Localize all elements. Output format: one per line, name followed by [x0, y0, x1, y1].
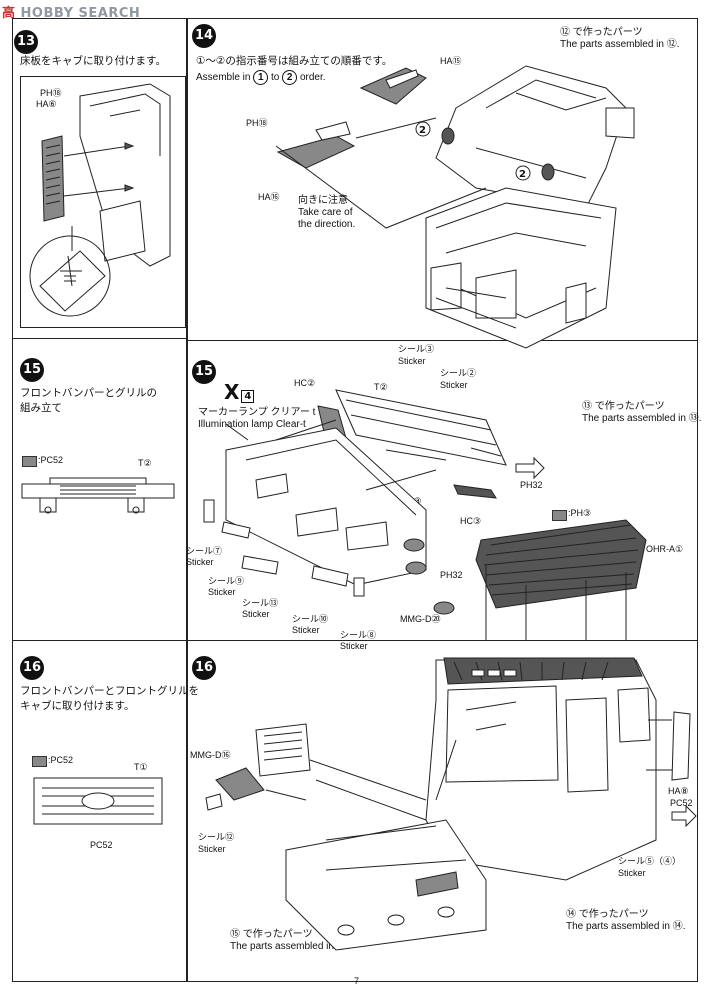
divider: [12, 338, 188, 339]
step-text-line2: キャブに取り付けます。: [20, 700, 135, 712]
sticker-label-jp: シール⑩: [292, 614, 329, 624]
part-label: MMG-D⑯: [190, 750, 231, 760]
sticker-label-en: Sticker: [208, 587, 236, 597]
part-label: HA⑮: [440, 56, 462, 66]
part-label: T①: [134, 762, 148, 772]
sticker-label-jp: シール⑤（④）: [618, 856, 682, 866]
page-number: 7: [354, 976, 360, 986]
part-label: HA⑧: [668, 786, 689, 796]
bumper-grille-diagram: [21, 477, 175, 514]
part-label: HA⑯: [258, 192, 280, 202]
color-swatch: [552, 510, 567, 521]
color-swatch: [22, 456, 37, 467]
sticker-label-en: Sticker: [186, 557, 214, 567]
parts-note-en: The parts assembled in ⑭.: [566, 921, 686, 932]
sticker-label-jp: シール⑨: [208, 576, 245, 586]
right-column-frame: [186, 18, 698, 982]
care-note-en2: the direction.: [298, 219, 356, 230]
parts-note-jp: ⑬ で作ったパーツ: [582, 401, 665, 412]
final-cab-assembly-diagram: [205, 657, 697, 951]
order-text: Assemble in: [196, 72, 251, 83]
color-swatch: [32, 756, 47, 767]
order-circle-2: 2: [282, 70, 298, 85]
sticker-label-en: Sticker: [242, 609, 270, 619]
watermark-prefix: 高: [2, 6, 16, 21]
part-label: T②: [138, 458, 152, 468]
color-key-label: :PC52: [38, 455, 64, 465]
order-note-en: Assemble in 1 to 2 order.: [196, 70, 326, 85]
part-label: PH32: [440, 570, 463, 580]
sticker-label-jp: シール⑦: [186, 546, 223, 556]
step-number-badge: 13: [14, 30, 38, 54]
sticker-label-en: Sticker: [198, 844, 226, 854]
parts-note-jp: ⑮ で作ったパーツ: [230, 929, 313, 940]
part-label: PH32: [520, 480, 543, 490]
step-text-line1: フロントバンパーとグリルの: [20, 387, 158, 399]
sticker-label-en: Sticker: [292, 625, 320, 635]
parts-note-jp: ⑫ で作ったパーツ: [560, 27, 643, 38]
left-column-frame: [12, 18, 188, 982]
step-number-badge: 16: [192, 656, 216, 680]
part-label: MMG-D⑳: [400, 614, 441, 624]
part-label: PH⑱: [246, 118, 268, 128]
order-text: order.: [299, 72, 326, 83]
step-text-line1: フロントバンパーとフロントグリルを: [20, 685, 200, 697]
x-mark-letter: X: [224, 380, 240, 404]
sticker-label-en: Sticker: [618, 868, 646, 878]
parts-note-en: The parts assembled in ⑬.: [582, 413, 702, 424]
part-label: PH⑱: [40, 88, 62, 98]
step-number-badge: 16: [20, 656, 44, 680]
sticker-label-jp: シール③: [398, 344, 435, 354]
step-text-line2: 組み立て: [20, 402, 62, 414]
x-mark-triangle: 4: [241, 390, 255, 403]
svg-text:2: 2: [519, 169, 526, 180]
cab-roof-assembly-diagram: 2 2 1: [275, 65, 635, 349]
part-label: PC52: [90, 840, 113, 850]
parts-note-en: The parts assembled in ⑫.: [560, 39, 680, 50]
diagram-box: [20, 76, 186, 328]
floor-cab-diagram: [29, 83, 171, 317]
divider: [186, 640, 698, 641]
sticker-label-en: Sticker: [398, 356, 426, 366]
sticker-label-jp: シール⑧: [340, 630, 377, 640]
care-note-jp: 向きに注意: [298, 195, 348, 206]
divider: [186, 340, 698, 341]
order-note-jp: ①～②の指示番号は組み立ての順番です。: [196, 55, 393, 67]
color-key-label: :PH③: [568, 508, 592, 518]
color-key-label: :PC52: [48, 755, 74, 765]
lamp-label-en: Illumination lamp Clear-t: [198, 419, 306, 430]
step-text: 床板をキャブに取り付けます。: [20, 55, 166, 67]
part-label: PC52: [670, 798, 693, 808]
part-label: HA⑥: [36, 99, 57, 109]
front-grille-diagram: [33, 777, 163, 825]
divider: [12, 640, 188, 641]
sticker-label-jp: シール⑬: [242, 598, 279, 608]
part-label: HC③: [460, 516, 482, 526]
part-label: HC②: [294, 378, 316, 388]
care-note-en1: Take care of: [298, 207, 353, 218]
part-label: T②: [374, 382, 388, 392]
watermark: 高 HOBBY SEARCH: [2, 2, 140, 21]
svg-text:2: 2: [419, 125, 426, 136]
order-circle-1: 1: [253, 70, 269, 85]
part-label: OHR-A①: [646, 544, 684, 554]
sticker-label-jp: シール②: [440, 368, 477, 378]
order-text: to: [271, 72, 280, 83]
parts-note-en: The parts assembled in ⑮.: [230, 941, 350, 952]
step-number-badge: 14: [192, 24, 216, 48]
sticker-label-jp: シール⑫: [198, 832, 235, 842]
sticker-label-en: Sticker: [440, 380, 468, 390]
sticker-label-en: Sticker: [340, 641, 368, 651]
lamp-label-jp: マーカーランプ クリアー t: [198, 407, 316, 418]
parts-note-jp: ⑭ で作ったパーツ: [566, 909, 649, 920]
step-number-badge: 15: [20, 358, 44, 382]
step-number-badge: 15: [192, 360, 216, 384]
watermark-brand: HOBBY SEARCH: [20, 6, 141, 21]
bumper-roof-assembly-diagram: [203, 389, 647, 640]
